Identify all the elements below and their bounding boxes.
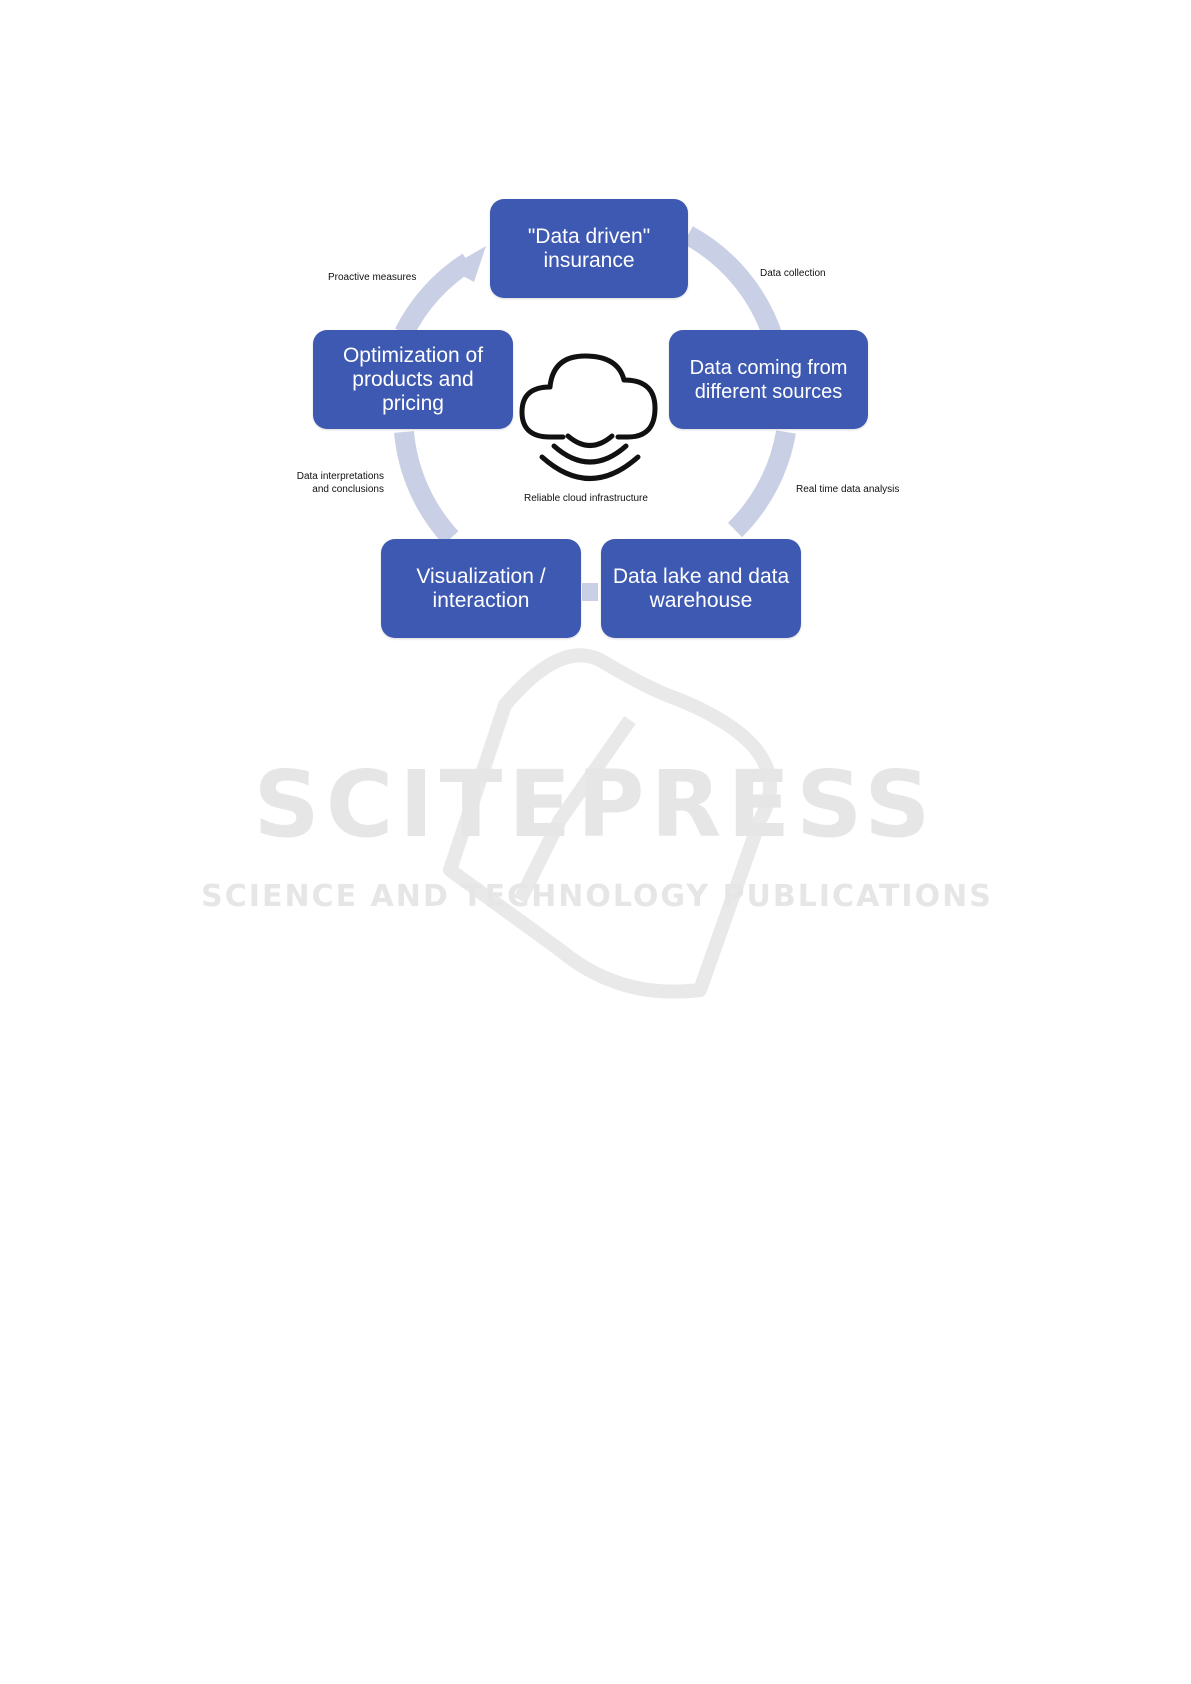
cloud-icon (519, 353, 658, 481)
node-data-sources: Data coming from different sources (669, 330, 868, 429)
center-caption: Reliable cloud infrastructure (524, 493, 648, 504)
edge-label-collection: Data collection (760, 268, 826, 279)
edge-label-interpretation-line2: and conclusions (312, 484, 384, 495)
node-label: Data lake and data warehouse (612, 564, 790, 612)
ring-arrow-head (448, 246, 486, 282)
node-optimization: Optimization of products and pricing (313, 330, 513, 429)
node-label: Optimization of products and pricing (342, 343, 484, 415)
edge-label-interpretation-line1: Data interpretations (296, 471, 384, 482)
edge-label-proactive: Proactive measures (328, 272, 417, 283)
ring-segment-4 (394, 430, 459, 545)
ring-segment-2 (727, 430, 796, 538)
node-data-lake: Data lake and data warehouse (601, 539, 801, 638)
edge-label-realtime: Real time data analysis (796, 484, 900, 495)
node-visualization: Visualization / interaction (381, 539, 581, 638)
node-label: Data coming from different sources (689, 356, 848, 403)
node-label: Visualization / interaction (416, 564, 546, 612)
ring-segment-1 (683, 226, 784, 344)
edge-label-interpretation: Data interpretations and conclusions (278, 470, 384, 496)
node-label: "Data driven" insurance (527, 224, 651, 272)
node-data-driven-insurance: "Data driven" insurance (490, 199, 688, 298)
